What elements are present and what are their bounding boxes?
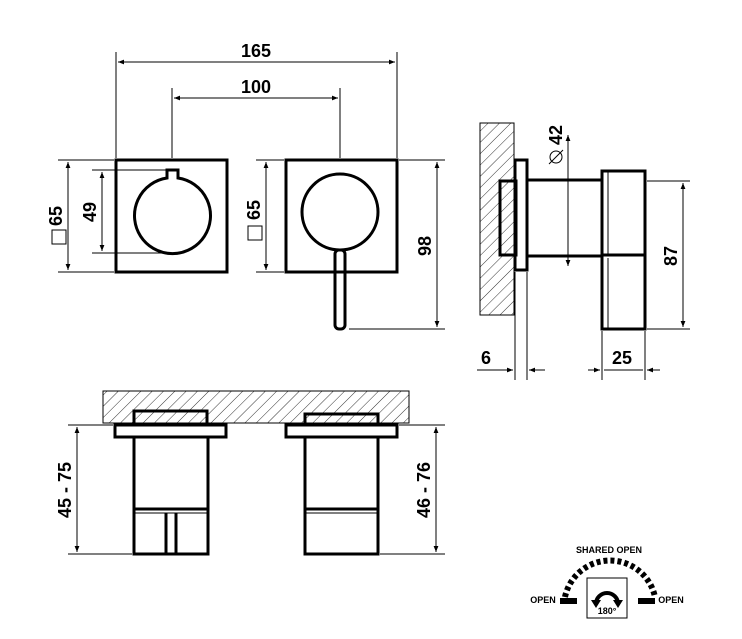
label-65-right: 65 — [244, 200, 264, 220]
rotation-arc — [562, 557, 658, 598]
right-lever — [333, 248, 347, 331]
dimension-overall-height: 98 — [349, 159, 445, 330]
left-knob — [133, 168, 212, 256]
label-46-76: 46 - 76 — [414, 462, 434, 518]
dimension-depth-left: 45 - 75 — [55, 424, 132, 555]
open-left-label: OPEN — [530, 595, 556, 605]
side-knob — [600, 169, 647, 331]
shared-open-label: SHARED OPEN — [576, 545, 642, 555]
front-view: 165 100 65 49 — [46, 41, 445, 331]
label-87: 87 — [661, 246, 681, 266]
label-98: 98 — [415, 236, 435, 256]
left-unit-knob — [132, 507, 210, 556]
square-symbol-right — [247, 225, 263, 241]
dimension-total-width: 165 — [115, 41, 398, 158]
dimension-knob-depth: 25 — [588, 331, 660, 380]
open-left-bar — [560, 598, 577, 604]
dimension-depth-right: 46 - 76 — [380, 424, 445, 555]
rotation-knob-icon — [586, 577, 628, 619]
dimension-side-height: 87 — [647, 180, 690, 330]
left-plate — [114, 158, 229, 274]
label-25: 25 — [612, 348, 632, 368]
dimension-left-plate: 65 — [46, 159, 114, 273]
label-6: 6 — [481, 348, 491, 368]
label-100: 100 — [241, 77, 271, 97]
label-165: 165 — [241, 41, 271, 61]
right-plate — [284, 158, 399, 274]
dimension-center-distance: 100 — [171, 77, 341, 158]
dimension-right-plate: 65 — [244, 159, 284, 273]
dimension-knob-diameter: 49 — [80, 169, 170, 254]
label-42: 42 — [546, 125, 566, 145]
side-body — [525, 178, 604, 258]
square-symbol-left — [51, 229, 67, 245]
rotation-diagram: SHARED OPEN OPEN OPEN 180° — [530, 545, 684, 619]
side-view: 42 87 6 25 — [477, 122, 690, 380]
dimension-plate-thickness: 6 — [477, 272, 545, 380]
label-49: 49 — [80, 202, 100, 222]
open-right-label: OPEN — [658, 595, 684, 605]
label-65-left: 65 — [46, 206, 66, 226]
right-unit-body — [303, 435, 380, 511]
plan-view: 45 - 75 46 - 76 — [55, 390, 445, 556]
open-right-bar — [638, 598, 655, 604]
left-unit-body — [132, 435, 210, 511]
right-unit-knob — [303, 507, 380, 556]
left-unit-plate — [113, 423, 228, 439]
diameter-symbol — [548, 149, 564, 165]
angle-label: 180° — [598, 606, 617, 616]
label-45-75: 45 - 75 — [55, 462, 75, 518]
wall-section-plan — [102, 390, 410, 424]
wall-section — [479, 122, 515, 316]
dimension-side-diameter: 42 — [546, 125, 571, 266]
right-knob — [300, 172, 380, 252]
right-unit-plate — [284, 423, 399, 439]
